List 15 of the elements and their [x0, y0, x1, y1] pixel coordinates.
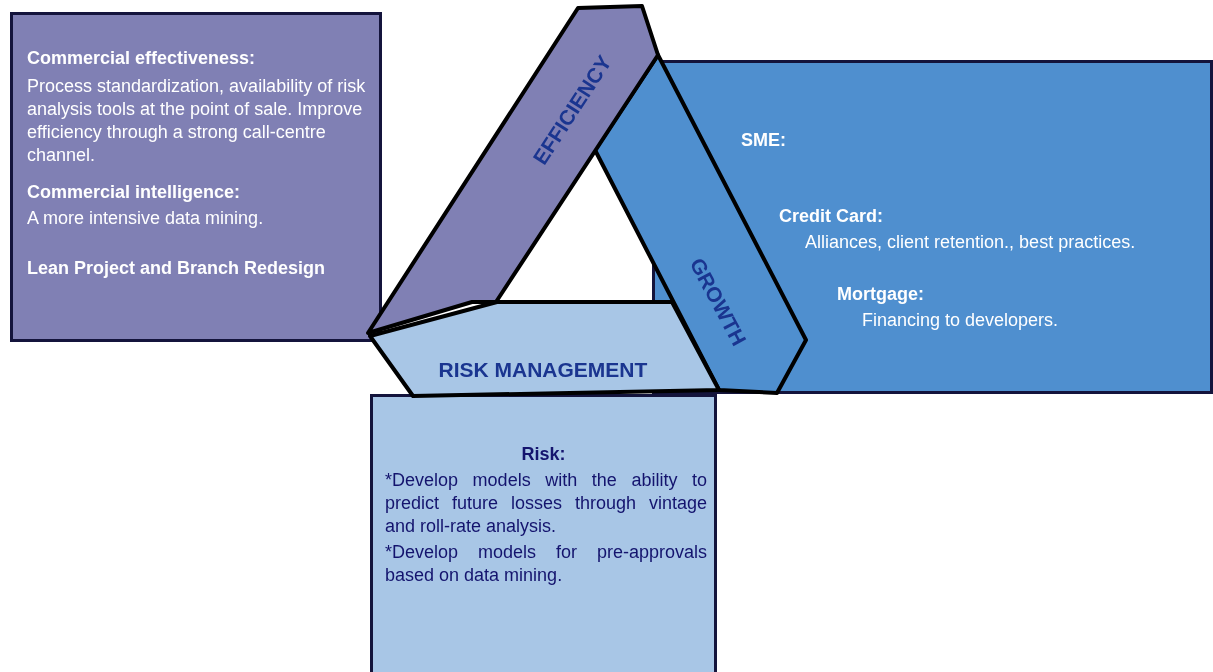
panel-heading: Lean Project and Branch Redesign — [27, 257, 326, 280]
panel-text: *Develop models for pre-approvals based on data mining. — [385, 541, 707, 587]
panel-heading: Mortgage: — [837, 283, 924, 306]
panel-text: A more intensive data mining. — [27, 207, 264, 230]
panel-text: Alliances, client retention., best practices. — [805, 231, 1136, 254]
band-label: RISK MANAGEMENT — [438, 358, 648, 382]
panel-heading: Commercial intelligence: — [27, 181, 241, 204]
panel-text: *Develop models with the ability to predict future losses through vintage and roll-rate analysis. — [385, 469, 707, 538]
panel-heading: SME: — [741, 129, 786, 152]
panel-heading: Commercial effectiveness: — [27, 47, 256, 70]
panel-text: Process standardization, availability of risk analysis tools at the point of sale. Improve efficiency through a strong call-centre channel. — [27, 75, 367, 167]
panel-text: Financing to developers. — [862, 309, 1059, 332]
panel-heading: Credit Card: — [779, 205, 883, 228]
text-panel — [10, 12, 382, 342]
panel-heading: Risk: — [520, 443, 567, 466]
